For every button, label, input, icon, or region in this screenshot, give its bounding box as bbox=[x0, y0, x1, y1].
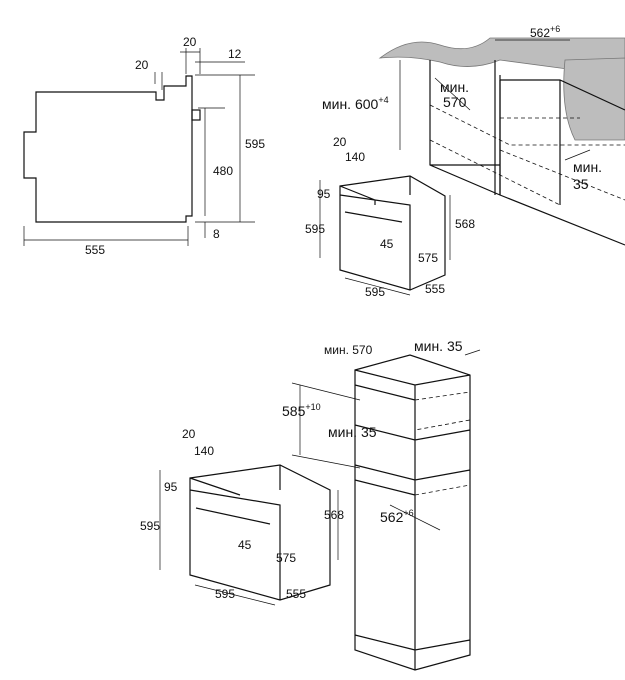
dim-height-total: 595 bbox=[245, 137, 265, 151]
tall-niche-height: 585+10 bbox=[282, 402, 321, 419]
oven-side-profile bbox=[23, 75, 193, 223]
oven-h595: 595 bbox=[305, 222, 325, 236]
oven-handle bbox=[344, 211, 403, 223]
adjacent-cabinet bbox=[499, 79, 625, 205]
tall-vent-mid: мин. 35 bbox=[328, 424, 377, 440]
oven-d95: 95 bbox=[317, 187, 331, 201]
oven-d555: 555 bbox=[425, 282, 445, 296]
cabinet-niche bbox=[429, 60, 625, 246]
dim-top-gap-left: 20 bbox=[135, 58, 149, 72]
dim-top-panel: 12 bbox=[228, 47, 242, 61]
under-counter-view: 562+6 мин. 600+4 мин. 570 мин. 35 595 95… bbox=[305, 24, 625, 299]
oven2-d20: 20 bbox=[182, 427, 196, 441]
vent-leader-line bbox=[564, 149, 591, 161]
vent-leader-line bbox=[464, 349, 481, 356]
vent-label: мин. bbox=[573, 159, 602, 175]
oven-handle bbox=[195, 507, 271, 525]
dim-line-niche-depth bbox=[434, 77, 471, 111]
dim-top-gap-right: 20 bbox=[183, 35, 197, 49]
dim-bottom-gap: 8 bbox=[213, 227, 220, 241]
oven2-d575: 575 bbox=[276, 551, 296, 565]
dim-line-oven-width bbox=[194, 584, 276, 606]
vent-value: 35 bbox=[573, 176, 589, 192]
dim-line-niche-width bbox=[389, 504, 441, 531]
niche-depth: 570 bbox=[443, 94, 467, 110]
oven-d45: 45 bbox=[380, 237, 394, 251]
extension-line bbox=[291, 382, 361, 401]
oven2-d140: 140 bbox=[194, 444, 214, 458]
tall-niche-depth: мин. 570 bbox=[324, 343, 373, 357]
dim-height-inner: 480 bbox=[213, 164, 233, 178]
oven2-d568: 568 bbox=[324, 508, 344, 522]
oven2-h595: 595 bbox=[140, 519, 160, 533]
oven2-d555: 555 bbox=[286, 587, 306, 601]
oven-d575: 575 bbox=[418, 251, 438, 265]
niche-depth-label: мин. bbox=[440, 79, 469, 95]
oven2-w595: 595 bbox=[215, 587, 235, 601]
oven2-d95: 95 bbox=[164, 480, 178, 494]
tall-niche-width: 562+6 bbox=[380, 508, 414, 525]
door-handle bbox=[191, 109, 201, 121]
side-view: 555 595 480 8 20 20 12 bbox=[23, 35, 265, 257]
oven-w595: 595 bbox=[365, 285, 385, 299]
niche-width: 562+6 bbox=[530, 24, 560, 40]
oven2-d45: 45 bbox=[238, 538, 252, 552]
tall-cabinet-view: мин. 570 мин. 35 585+10 мин. 35 562+6 59… bbox=[140, 338, 481, 671]
countertop-right bbox=[563, 57, 625, 141]
oven-d140: 140 bbox=[345, 150, 365, 164]
tall-cabinet bbox=[354, 354, 471, 671]
hidden-edges bbox=[414, 391, 471, 496]
oven-body-2 bbox=[189, 464, 331, 601]
oven-body bbox=[339, 175, 446, 291]
dim-depth: 555 bbox=[85, 243, 105, 257]
dim-line-oven-width bbox=[344, 277, 411, 296]
oven-d568: 568 bbox=[455, 217, 475, 231]
extension-line bbox=[291, 454, 361, 469]
oven-d20: 20 bbox=[333, 135, 347, 149]
niche-height: мин. 600+4 bbox=[322, 95, 389, 112]
tall-vent-top: мин. 35 bbox=[414, 338, 463, 354]
